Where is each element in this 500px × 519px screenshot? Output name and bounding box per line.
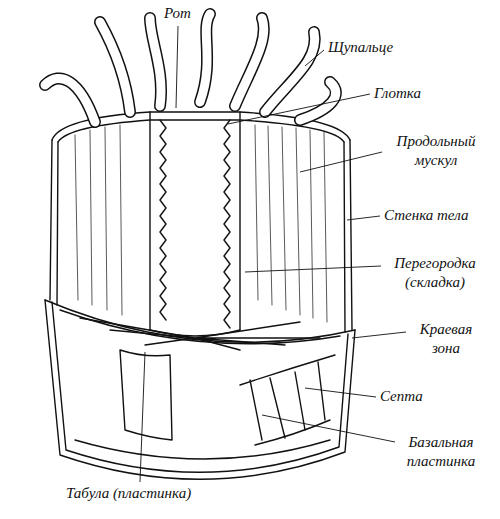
- part-label: Табула (пластинка): [66, 484, 191, 503]
- part-label: Щупальце: [328, 38, 393, 57]
- muscle-lines: [75, 125, 327, 322]
- part-label: Продольный мускул: [386, 132, 486, 170]
- part-label: Краевая зона: [410, 320, 482, 358]
- part-label: Базальная пластинка: [399, 433, 483, 471]
- part-label: Септа: [380, 387, 423, 406]
- leader-lines: [140, 26, 406, 482]
- tentacles: [45, 14, 336, 122]
- part-label: Рот: [164, 4, 191, 23]
- part-label: Перегородка (складка): [385, 254, 485, 292]
- part-label: Глотка: [374, 84, 421, 103]
- part-label: Стенка тела: [384, 206, 468, 225]
